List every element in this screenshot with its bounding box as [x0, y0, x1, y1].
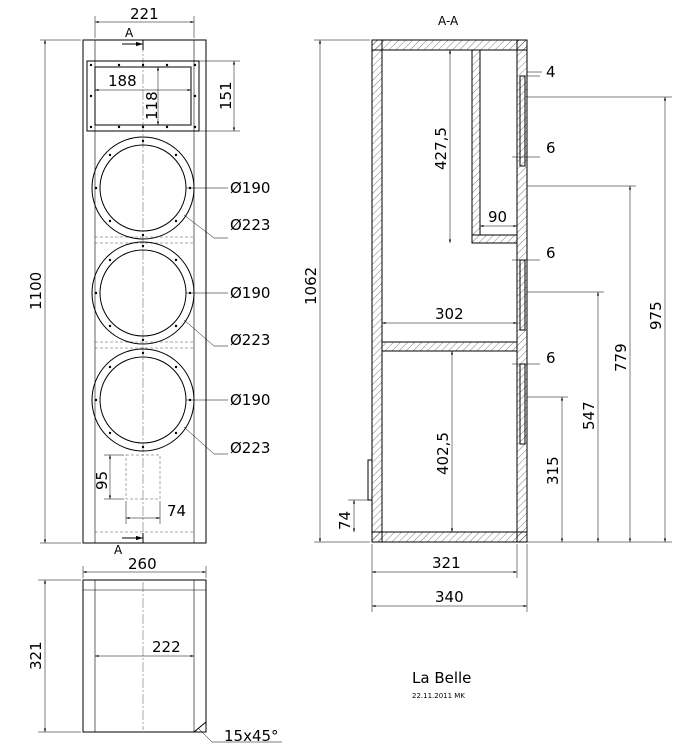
thickness-1-label: 6	[546, 139, 556, 157]
port-width-label: 74	[167, 502, 186, 520]
section-mark-top: A	[125, 26, 134, 40]
upper-chamber-height-label: 427,5	[432, 127, 450, 170]
top-depth-label: 321	[27, 641, 45, 670]
top-outer-width-label: 260	[128, 555, 157, 573]
section-view: A-A 1062 427,5 90 302 402,5 74	[302, 14, 672, 612]
front-outline	[82, 39, 207, 544]
driver-1-inner-diameter: Ø190	[230, 179, 270, 197]
driver-2: Ø190 Ø223	[91, 241, 270, 349]
upper-divider	[471, 49, 481, 236]
chamfer-label: 15x45°	[224, 727, 279, 745]
driver-3-inner-diameter: Ø190	[230, 391, 270, 409]
section-title: A-A	[438, 14, 459, 28]
terminal-plate: 188 118	[86, 60, 200, 132]
drawing-title: La Belle	[412, 669, 471, 687]
front-view: A A 221 1100 188 118	[27, 5, 270, 557]
driver-1-outer-diameter: Ø223	[230, 216, 270, 234]
driver-1: Ø190 Ø223	[91, 136, 270, 240]
height-547-label: 547	[580, 401, 598, 430]
thickness-2-label: 6	[546, 244, 556, 262]
title-block: La Belle 22.11.2011 MK	[412, 669, 471, 700]
height-315-label: 315	[544, 456, 562, 485]
section-mark-bottom: A	[114, 543, 123, 557]
top-view: 260 222 321 15x45°	[27, 555, 282, 745]
bottom-offset-label: 74	[336, 511, 354, 530]
height-779-label: 779	[612, 343, 630, 372]
shelf-width-label: 90	[488, 208, 507, 226]
bass-port: 95 74	[93, 454, 186, 524]
driver-3-outer-diameter: Ø223	[230, 439, 270, 457]
inner-depth-label: 302	[435, 305, 464, 323]
top-wall	[371, 39, 528, 51]
thickness-top-label: 4	[546, 63, 556, 81]
outer-bottom-width-label: 340	[435, 588, 464, 606]
drawing-date: 22.11.2011 MK	[412, 692, 465, 700]
top-outline	[82, 579, 207, 733]
terminal-width-label: 188	[108, 72, 137, 90]
top-inner-width-label: 222	[152, 638, 181, 656]
bottom-wall	[371, 531, 528, 543]
lower-chamber-height-label: 402,5	[434, 432, 452, 475]
terminal-height-label: 118	[143, 91, 161, 120]
driver-2-outer-diameter: Ø223	[230, 331, 270, 349]
height-975-label: 975	[647, 301, 665, 330]
front-width-label: 221	[130, 5, 159, 23]
port-height-label: 95	[93, 471, 111, 490]
inner-bottom-width-label: 321	[432, 554, 461, 572]
front-height-label: 1100	[27, 272, 45, 310]
upper-shelf	[471, 234, 518, 244]
driver-3: Ø190 Ø223	[91, 348, 270, 457]
back-wall	[371, 39, 383, 543]
terminal-offset-label: 151	[217, 81, 235, 110]
middle-shelf	[381, 341, 518, 352]
section-total-height-label: 1062	[302, 267, 320, 305]
driver-2-inner-diameter: Ø190	[230, 284, 270, 302]
thickness-3-label: 6	[546, 349, 556, 367]
